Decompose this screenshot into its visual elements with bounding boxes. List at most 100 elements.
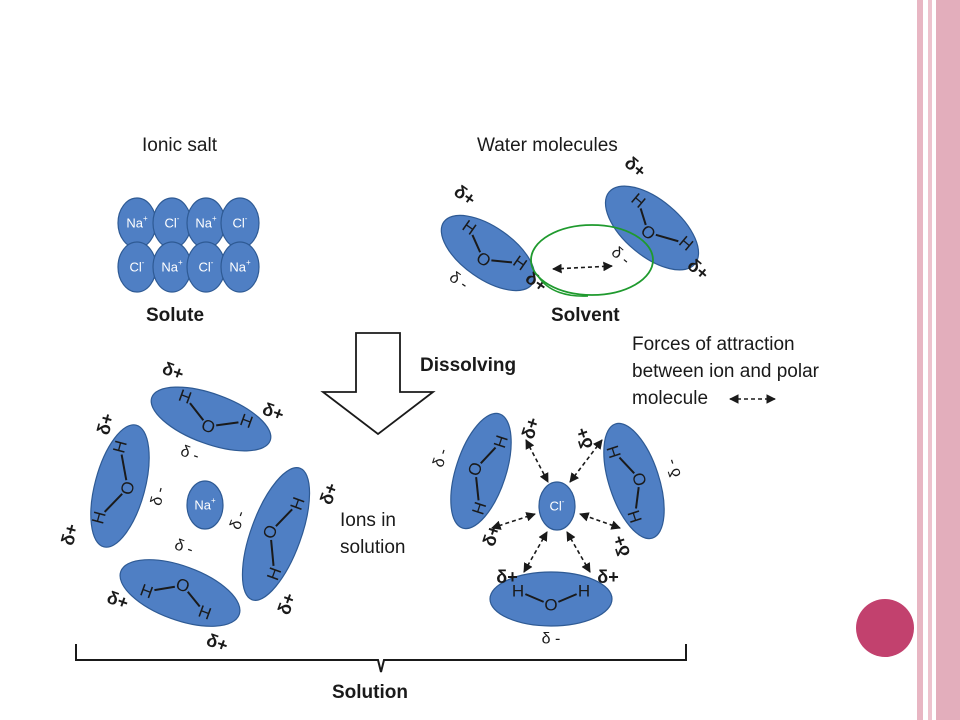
bond-line xyxy=(103,493,123,513)
delta-minus-label: δ - xyxy=(227,509,249,532)
lattice-ion-label: Na+ xyxy=(126,214,148,231)
bond-line xyxy=(154,585,176,592)
hydrogen-atom: H xyxy=(237,410,255,432)
molecule-body xyxy=(604,185,700,271)
attraction-arrow xyxy=(579,512,621,530)
side-bar-mid xyxy=(928,0,932,720)
delta-minus-label: δ - xyxy=(172,536,195,558)
delta-minus-label: δ - xyxy=(430,447,452,470)
solution-brace xyxy=(75,644,687,673)
bond-line xyxy=(480,446,497,464)
bond-line xyxy=(491,259,513,264)
attraction-arrow xyxy=(491,512,536,530)
bond-line xyxy=(475,476,480,501)
oxygen-atom: O xyxy=(173,574,192,596)
attraction-arrow xyxy=(525,439,549,483)
ionic-salt-label: Ionic salt xyxy=(142,135,217,156)
water-molecules-label: Water molecules xyxy=(477,135,618,156)
lattice-ion-label: Cl- xyxy=(233,214,248,231)
hydrogen-atom: H xyxy=(287,495,309,513)
hydrogen-atom: H xyxy=(490,433,512,451)
attraction-arrow xyxy=(569,439,603,483)
highlight-tail xyxy=(537,275,589,297)
hydrogen-atom: H xyxy=(624,508,646,526)
side-bar-left xyxy=(917,0,923,720)
hydrogen-atom: H xyxy=(176,386,194,408)
hydrogen-atom: H xyxy=(603,443,625,461)
bond-line xyxy=(189,402,205,421)
hydrogen-atom: H xyxy=(137,580,155,602)
dissolving-arrow xyxy=(320,332,436,436)
delta-plus-label: δ+ xyxy=(597,567,618,587)
lattice-ion-label: Cl- xyxy=(199,258,214,275)
bond-line xyxy=(270,539,275,566)
bond-line xyxy=(557,593,578,603)
na-ion xyxy=(186,480,224,530)
delta-plus-label: δ+ xyxy=(496,567,517,587)
bond-line xyxy=(120,454,128,481)
bond-line xyxy=(275,508,293,527)
hydrogen-atom: H xyxy=(512,582,524,601)
attraction-arrow xyxy=(523,531,548,573)
bond-line xyxy=(471,234,482,253)
delta-minus-label: δ - xyxy=(663,457,685,480)
cl-ion-label: Cl- xyxy=(550,497,565,514)
delta-plus-label: δ+ xyxy=(93,411,118,437)
bond-line xyxy=(655,233,679,243)
ions-in-solution-label: Ions in solution xyxy=(340,510,406,558)
molecule-body xyxy=(440,214,536,292)
na-ion-label: Na+ xyxy=(194,496,216,513)
bond-line xyxy=(639,208,647,226)
lattice-ion-label: Cl- xyxy=(165,214,180,231)
hydrogen-atom: H xyxy=(263,565,285,583)
hydrogen-atom: H xyxy=(88,509,110,526)
molecule-body xyxy=(119,559,241,627)
oxygen-atom: O xyxy=(259,522,281,541)
side-bar-right xyxy=(936,0,960,720)
molecule-body xyxy=(450,412,512,530)
molecule-body xyxy=(241,467,311,601)
oxygen-atom: O xyxy=(544,596,557,615)
lattice-ion-label: Cl- xyxy=(130,258,145,275)
molecule-body xyxy=(603,422,665,540)
lattice-ion xyxy=(220,241,260,293)
molecule-body xyxy=(90,424,150,548)
delta-plus-label: δ+ xyxy=(479,522,505,549)
lattice-ion-label: Na+ xyxy=(161,258,183,275)
hydrogen-atom: H xyxy=(468,500,490,518)
bond-line xyxy=(186,591,201,608)
hydrogen-atom: H xyxy=(109,438,131,455)
delta-minus-label: δ - xyxy=(446,269,471,294)
oxygen-atom: O xyxy=(199,415,218,437)
oxygen-atom: O xyxy=(464,460,486,478)
molecule-body xyxy=(489,571,613,627)
molecule-body xyxy=(150,386,272,452)
delta-plus-label: δ+ xyxy=(204,630,231,656)
hydrogen-atom: H xyxy=(196,602,214,624)
bond-line xyxy=(524,593,545,603)
solute-label: Solute xyxy=(146,305,205,326)
delta-plus-label: δ+ xyxy=(609,533,635,560)
attraction-arrow xyxy=(566,531,591,573)
delta-plus-label: δ+ xyxy=(57,522,82,548)
solvent-label: Solvent xyxy=(551,305,620,326)
dissolving-label: Dissolving xyxy=(420,355,517,376)
dissolved-ions: Na+ Cl- xyxy=(186,480,576,531)
delta-minus-label: δ - xyxy=(148,485,169,507)
cl-ion xyxy=(538,481,576,531)
delta-plus-label: δ+ xyxy=(274,590,300,617)
highlight-circle xyxy=(530,224,654,296)
bond-line xyxy=(635,486,640,509)
lattice-ion-label: Na+ xyxy=(229,258,251,275)
forces-note: Forces of attraction between ion and pol… xyxy=(632,334,819,409)
delta-plus-label: δ+ xyxy=(260,399,287,425)
accent-dot xyxy=(856,599,914,657)
